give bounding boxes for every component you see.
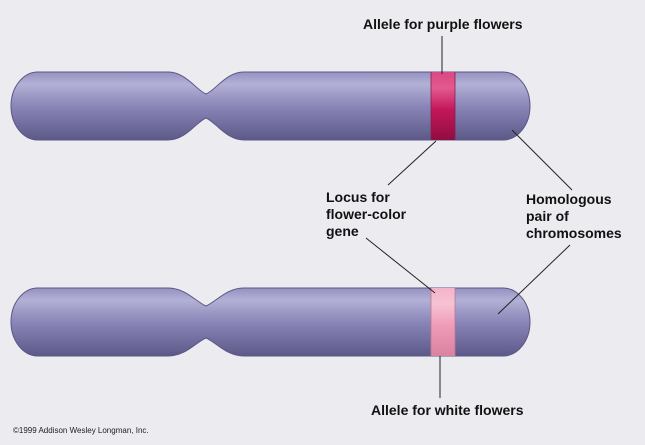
label-homologous-pair: Homologous pair of chromosomes — [526, 191, 622, 241]
leader-locus-bottom — [365, 237, 436, 294]
leader-homologous-bottom — [497, 244, 571, 315]
leader-locus-top — [387, 140, 437, 186]
label-allele-white: Allele for white flowers — [371, 402, 524, 418]
chromosome-top — [10, 71, 531, 141]
label-locus: Locus for flower-color gene — [326, 189, 407, 239]
chromosome-bottom-body — [10, 287, 531, 357]
chromosome-bottom — [10, 287, 531, 357]
copyright-notice: ©1999 Addison Wesley Longman, Inc. — [13, 426, 149, 435]
label-allele-purple: Allele for purple flowers — [363, 16, 523, 32]
purple-allele-band — [431, 72, 455, 140]
white-allele-band — [431, 288, 455, 356]
chromosome-top-body — [10, 71, 531, 141]
leader-homologous-top — [511, 129, 573, 191]
